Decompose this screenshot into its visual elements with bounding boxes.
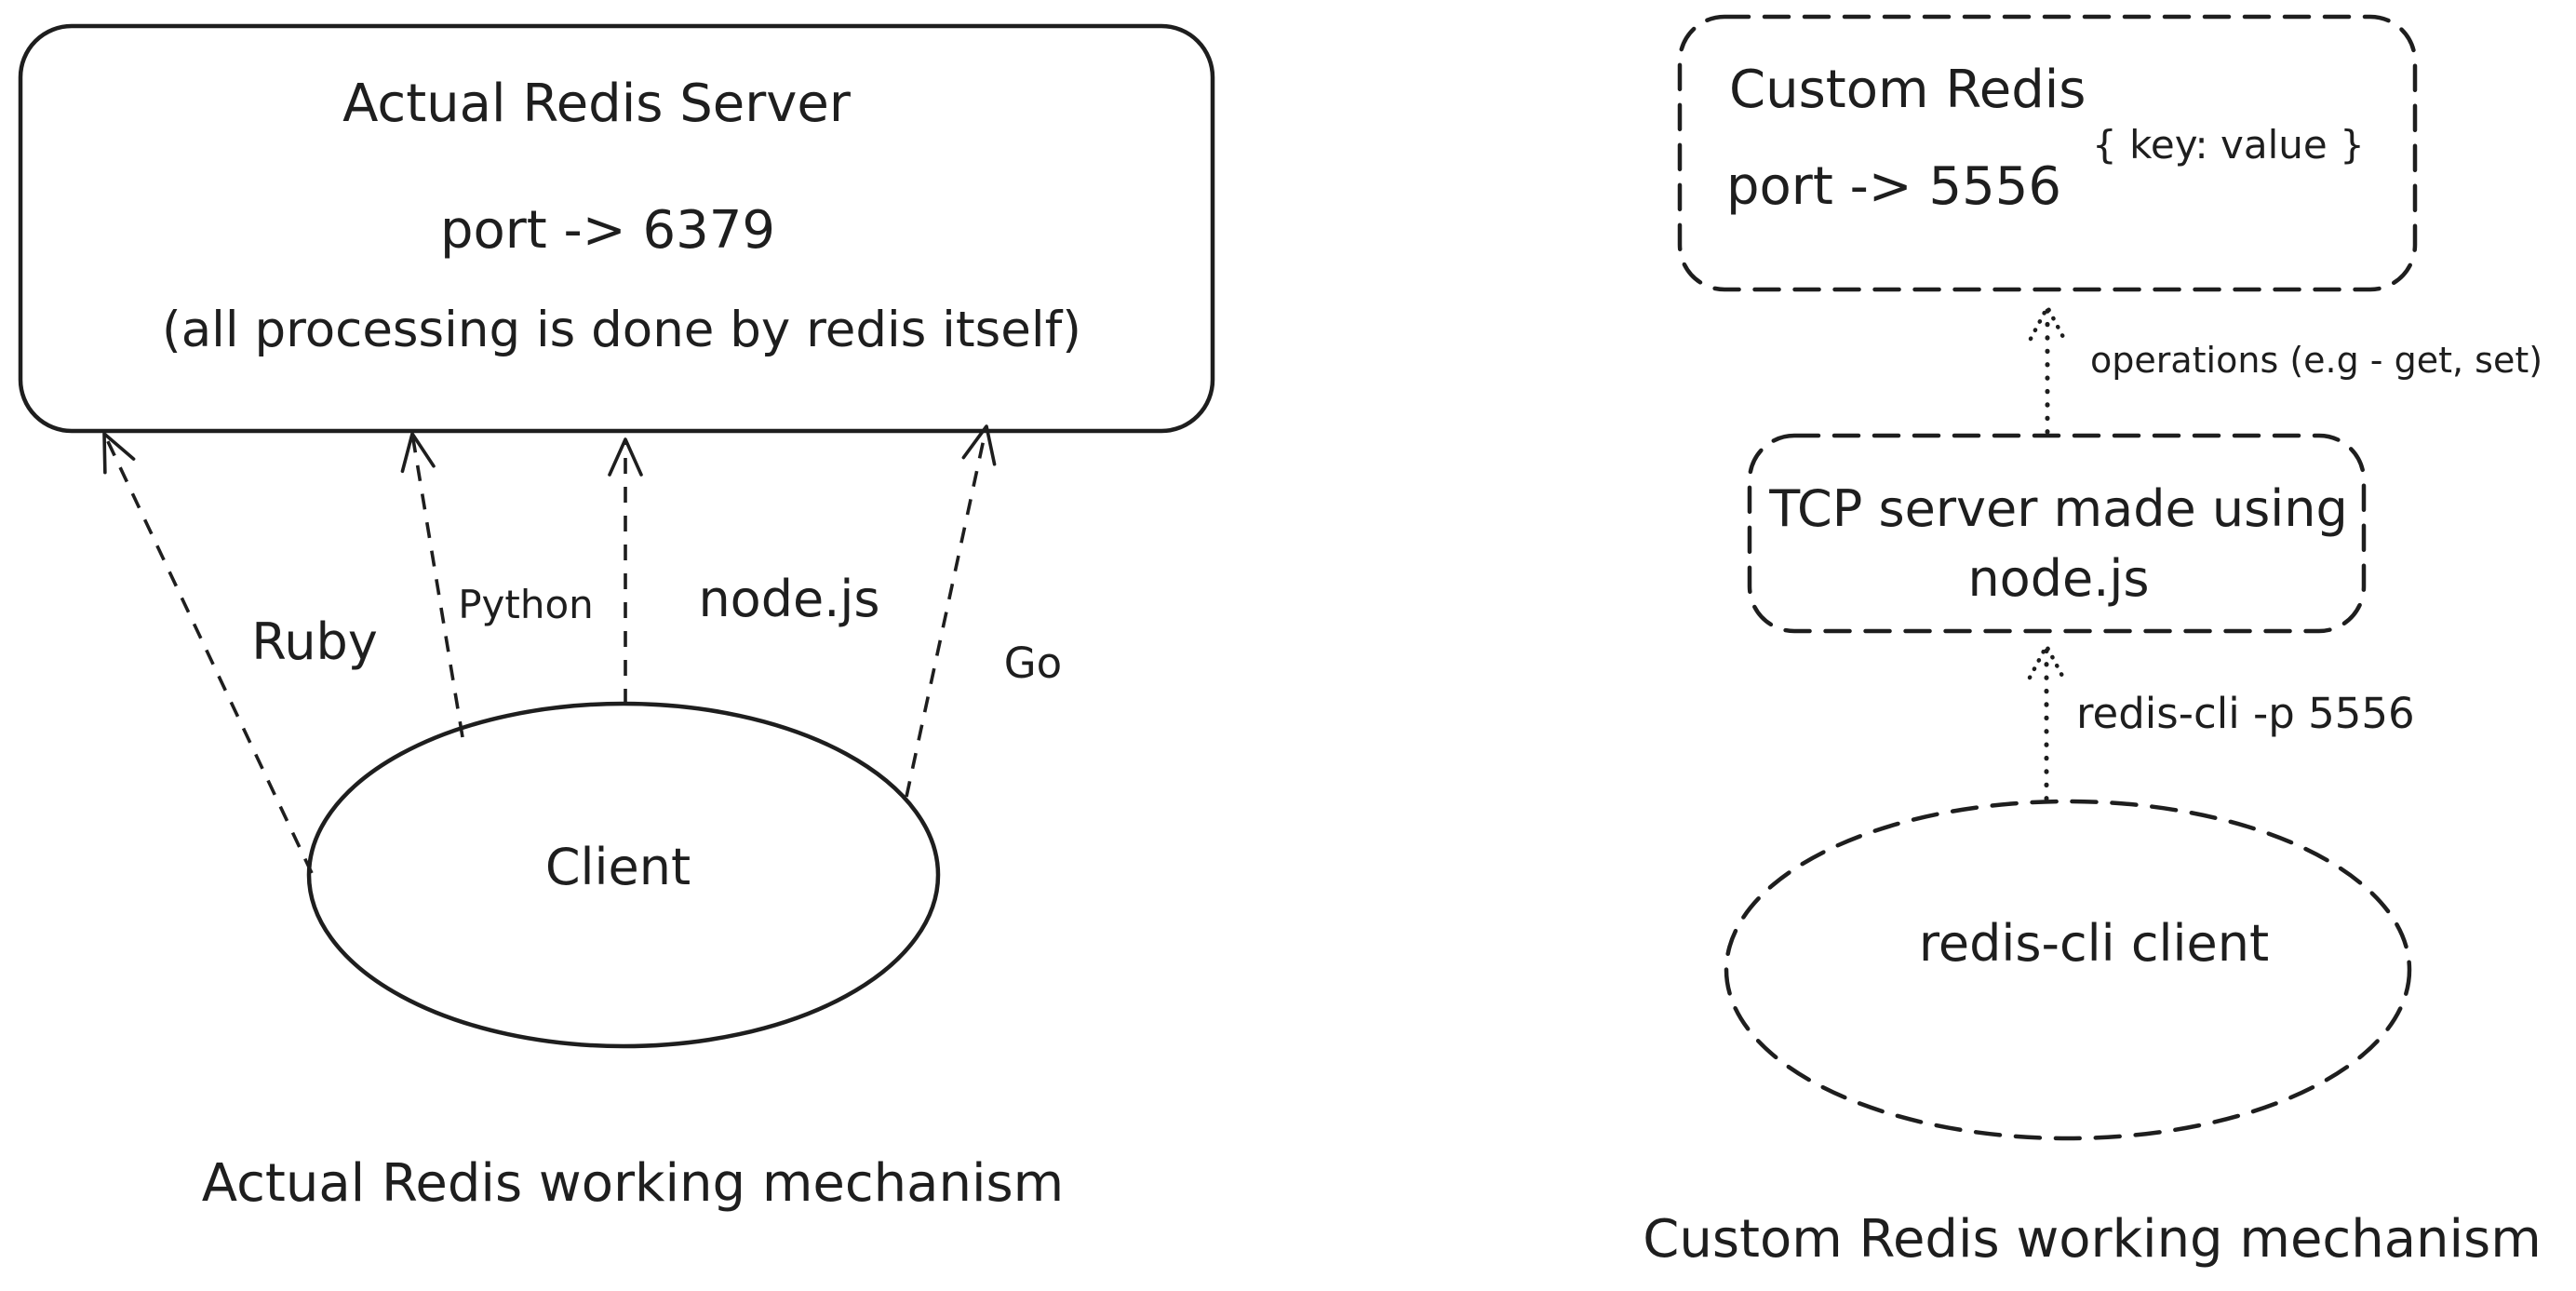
redis-cli-arrow-label: redis-cli -p 5556 [2076,689,2415,738]
go-arrow-label: Go [1004,639,1062,688]
tcp-server-line2: node.js [1967,549,2149,608]
ruby-arrow-label: Ruby [251,612,378,671]
redis-cli-client-ellipse [1724,799,2412,1141]
actual-redis-server-note: (all processing is done by redis itself) [162,302,1081,358]
redis-cli-client-label: redis-cli client [1919,914,2269,973]
ruby-arrow [102,432,314,874]
key-value-annotation: { key: value } [2092,122,2365,168]
actual-redis-server-port: port -> 6379 [440,200,775,261]
client-label: Client [545,838,691,896]
actual-redis-diagram: Actual Redis Server port -> 6379 (all pr… [18,23,1215,1214]
operations-arrow-label: operations (e.g - get, set) [2090,340,2542,381]
client-ellipse [306,701,941,1049]
nodejs-arrow-label: node.js [698,570,879,628]
custom-redis-diagram: Custom Redis port -> 5556 { key: value }… [1643,14,2542,1270]
go-arrow [905,424,997,798]
tcp-server-box [1747,433,2367,634]
python-arrow-label: Python [458,582,594,627]
tcp-server-line1: TCP server made using [1768,479,2348,538]
actual-redis-server-title: Actual Redis Server [342,74,852,134]
custom-redis-caption: Custom Redis working mechanism [1643,1209,2542,1270]
actual-redis-server-box [18,23,1215,434]
custom-redis-title: Custom Redis [1729,60,2086,120]
custom-redis-port: port -> 5556 [1726,156,2061,217]
actual-redis-caption: Actual Redis working mechanism [202,1153,1064,1214]
python-arrow [400,432,464,738]
